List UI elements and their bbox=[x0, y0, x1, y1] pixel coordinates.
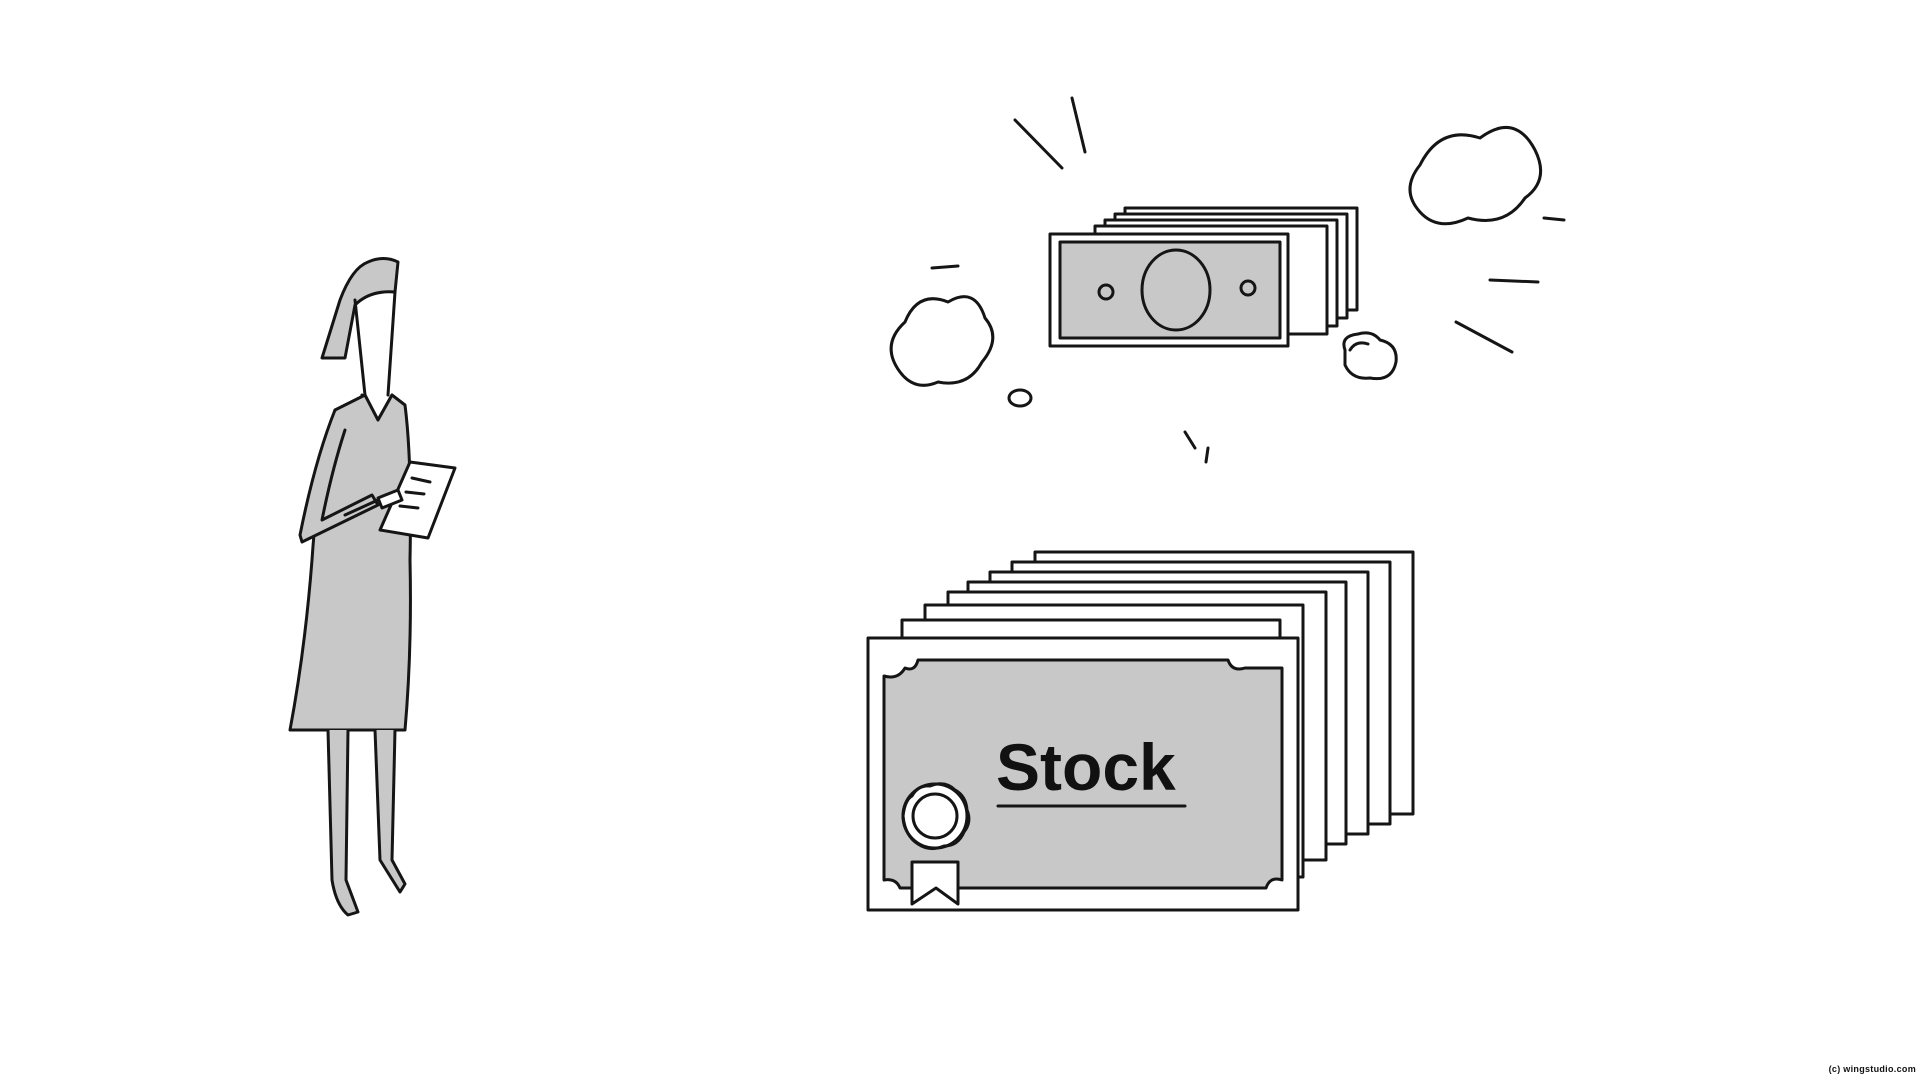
copyright-notice: (c) wingstudio.com bbox=[1828, 1064, 1916, 1074]
stock-certificate-label: Stock bbox=[996, 730, 1176, 804]
dollar-bill-stack-icon bbox=[930, 96, 1566, 464]
puff-cloud-icon bbox=[889, 126, 1543, 408]
businesswoman-icon bbox=[288, 257, 457, 917]
stock-certificate-stack-icon bbox=[866, 550, 1415, 912]
